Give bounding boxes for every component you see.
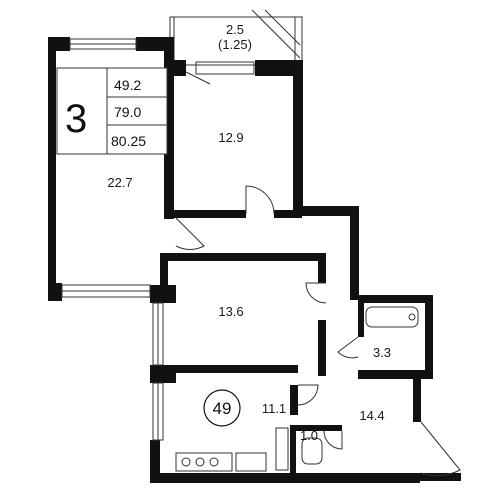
apartment-number-badge: 49	[203, 389, 241, 427]
balcony-reduced-label: (1.25)	[218, 37, 252, 52]
fixtures	[175, 306, 419, 472]
summary-box: 3 49.2 79.0 80.25	[56, 67, 168, 155]
total-area-value: 79.0	[114, 104, 141, 120]
bedroom-area-label: 13.6	[218, 304, 243, 319]
bedroom-small-area-label: 12.9	[218, 130, 243, 145]
rooms-count: 3	[65, 97, 87, 141]
kitchen-area-label: 11.1	[262, 401, 286, 416]
living-room-area-label: 22.7	[107, 175, 132, 190]
room-labels: 2.5 (1.25) 12.9 22.7 13.6 3.3 11.1 14.4 …	[107, 22, 391, 443]
bathroom-area-label: 3.3	[373, 345, 391, 360]
toilet-area-label: 1.0	[300, 428, 318, 443]
hallway-area-label: 14.4	[359, 408, 384, 423]
windows	[61, 38, 255, 441]
walls	[48, 37, 461, 483]
apartment-number: 49	[213, 399, 232, 418]
balcony-area-label: 2.5	[226, 22, 244, 37]
total-area-with-balcony-value: 80.25	[111, 133, 146, 149]
doors	[175, 71, 461, 477]
living-area-value: 49.2	[114, 77, 141, 93]
